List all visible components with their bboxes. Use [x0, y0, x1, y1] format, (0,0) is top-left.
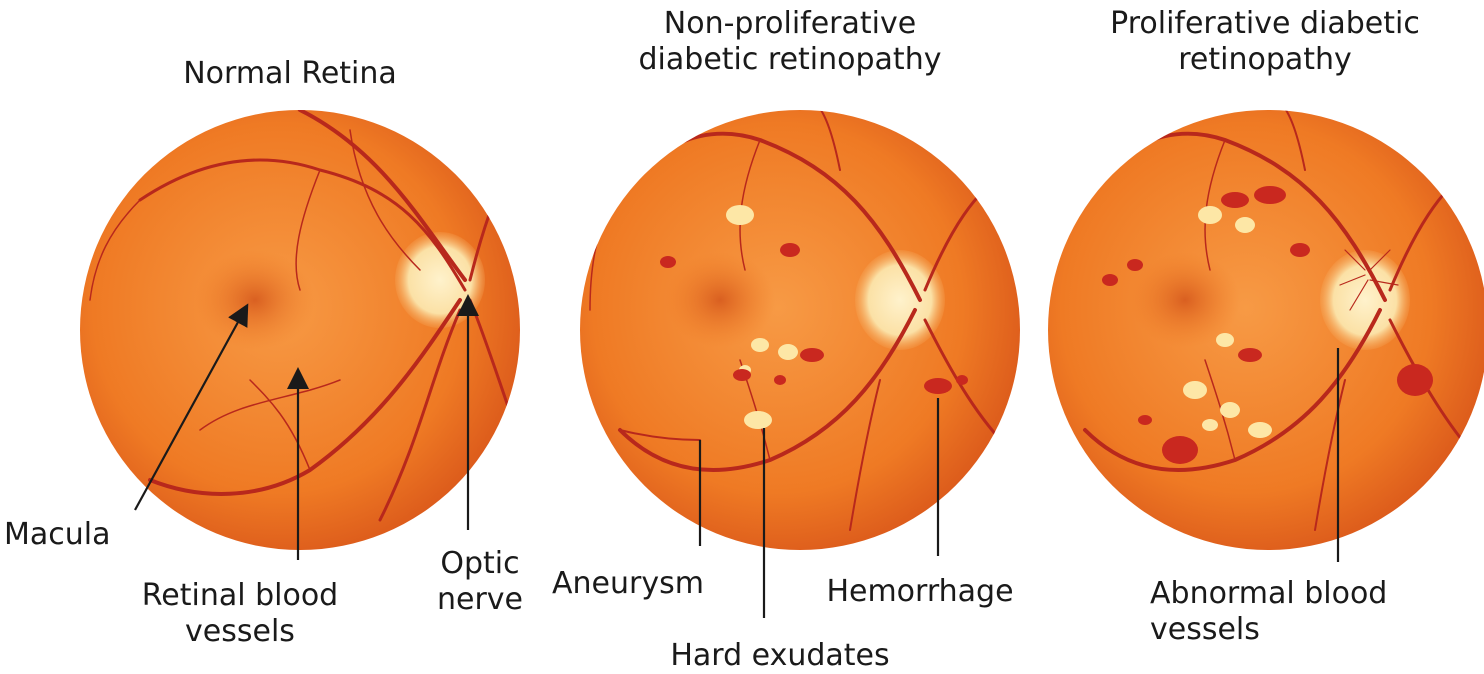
- title-normal: Normal Retina: [110, 56, 470, 92]
- label-hemorrhage: Hemorrhage: [800, 574, 1040, 610]
- label-retinal-vessels: Retinal blood vessels: [110, 578, 370, 650]
- label-hard-exudates: Hard exudates: [640, 638, 920, 674]
- retina-normal: [80, 100, 520, 550]
- title-proliferative: Proliferative diabetic retinopathy: [1060, 6, 1470, 78]
- label-macula: Macula: [4, 517, 144, 553]
- title-nonproliferative: Non-proliferative diabetic retinopathy: [580, 6, 1000, 78]
- label-abnormal-vessels: Abnormal blood vessels: [1150, 576, 1440, 648]
- label-optic-nerve: Optic nerve: [420, 546, 540, 618]
- macula-spot: [195, 250, 315, 350]
- retina-proliferative: [1048, 90, 1484, 550]
- label-aneurysm: Aneurysm: [552, 566, 742, 602]
- retina-nonproliferative: [580, 90, 1020, 550]
